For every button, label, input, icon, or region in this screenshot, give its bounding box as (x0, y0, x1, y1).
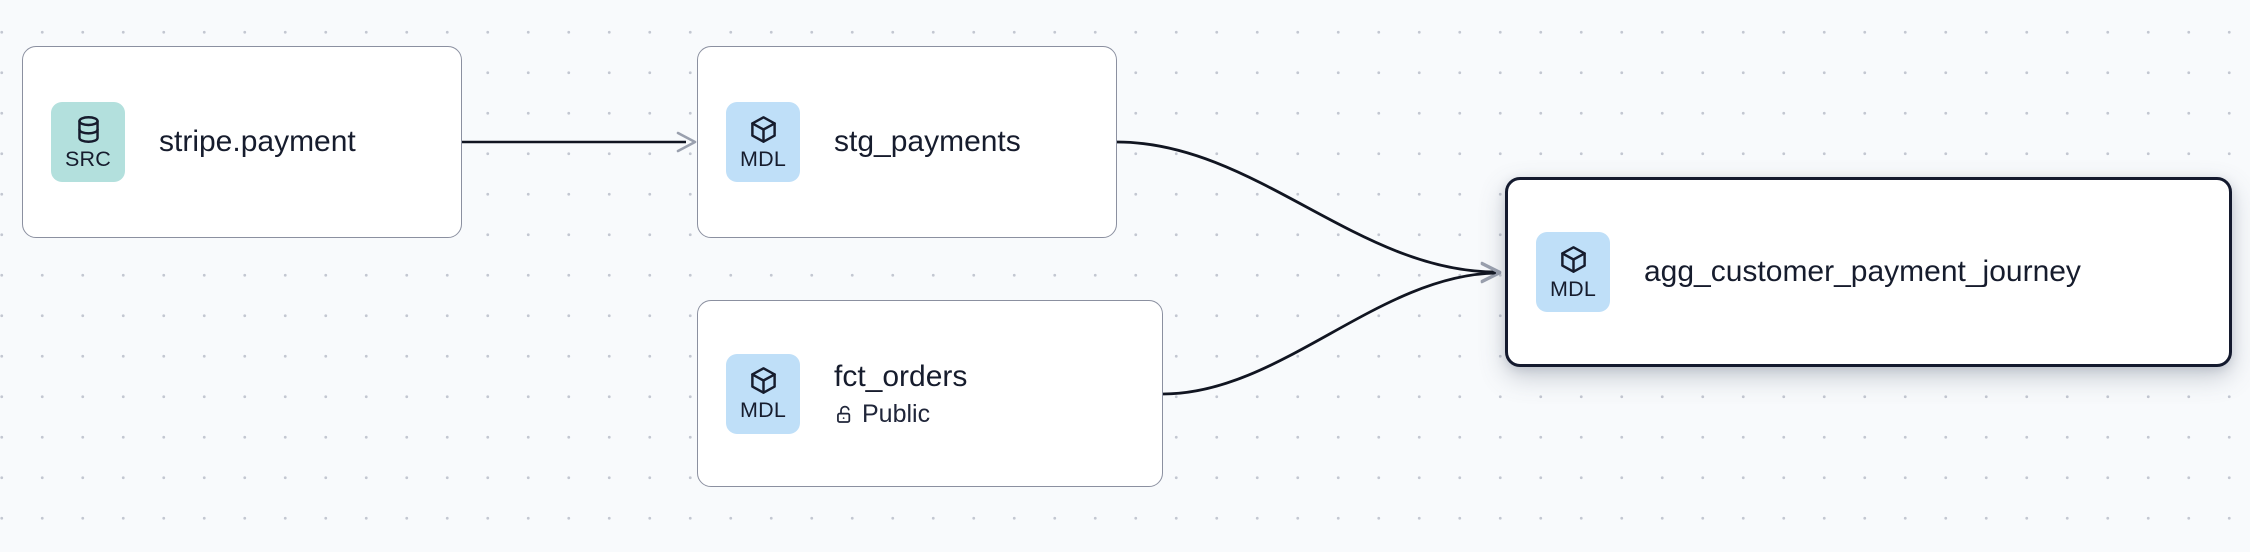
node-body: agg_customer_payment_journey (1644, 254, 2081, 289)
node-body: fct_orders Public (834, 359, 967, 429)
unlock-icon (837, 405, 851, 423)
node-type-badge-src: SRC (51, 102, 125, 182)
cube-icon (750, 367, 776, 395)
node-type-badge-mdl: MDL (1536, 232, 1610, 312)
cube-icon (1560, 245, 1586, 273)
node-title: agg_customer_payment_journey (1644, 255, 2081, 289)
lineage-node-stripe-payment[interactable]: SRC stripe.payment (22, 46, 462, 238)
database-icon (77, 115, 99, 143)
lineage-node-stg-payments[interactable]: MDL stg_payments (697, 46, 1117, 238)
node-title: stripe.payment (159, 125, 356, 159)
node-type-badge-mdl: MDL (726, 353, 800, 434)
node-type-badge-label: MDL (740, 398, 786, 423)
node-visibility: Public (834, 399, 967, 429)
node-title: stg_payments (834, 125, 1021, 159)
lineage-node-fct-orders[interactable]: MDL fct_orders Public (697, 300, 1163, 487)
lineage-node-agg-customer-payment-journey[interactable]: MDL agg_customer_payment_journey (1505, 177, 2232, 367)
node-type-badge-label: SRC (65, 146, 111, 171)
node-type-badge-label: MDL (740, 146, 786, 171)
node-body: stg_payments (834, 124, 1021, 159)
node-title: fct_orders (834, 359, 968, 393)
edge-stg-payments-to-agg-customer-payment-journey (1116, 140, 1502, 283)
cube-icon (750, 115, 776, 143)
arrowhead-icon (676, 131, 697, 153)
arrowhead-icon (1480, 262, 1502, 284)
node-visibility-label: Public (862, 399, 931, 428)
node-type-badge-mdl: MDL (726, 102, 800, 182)
edge-stripe-payment-to-stg-payments (462, 131, 697, 153)
arrowhead-icon (1480, 261, 1502, 283)
edge-fct-orders-to-agg-customer-payment-journey (1162, 262, 1502, 396)
node-type-badge-label: MDL (1550, 276, 1596, 301)
node-body: stripe.payment (159, 124, 356, 159)
